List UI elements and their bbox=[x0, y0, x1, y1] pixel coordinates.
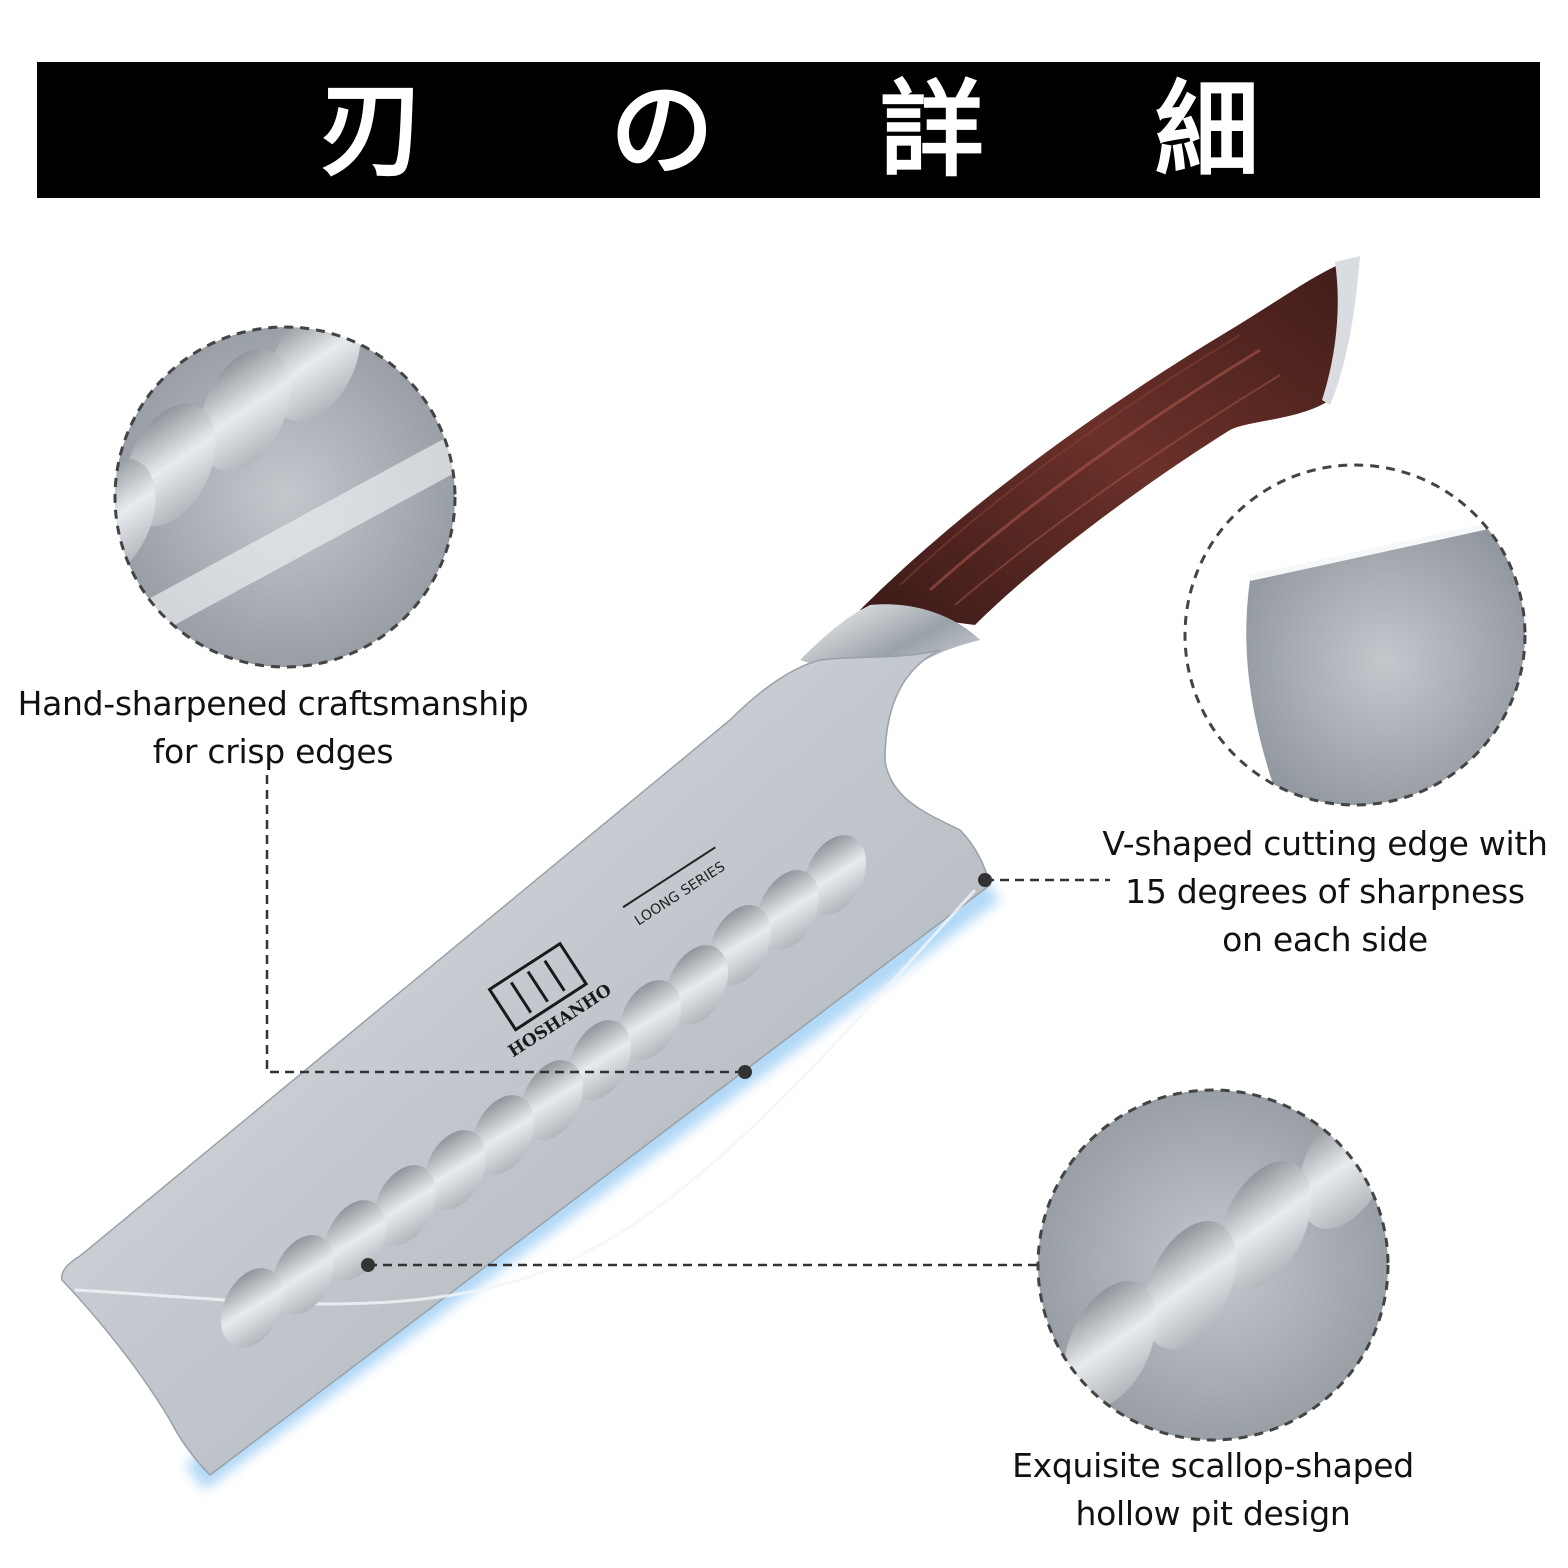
callout-right-line1: V-shaped cutting edge with bbox=[1102, 824, 1548, 863]
callout-right-line2: 15 degrees of sharpness bbox=[1125, 872, 1525, 911]
leader-dot-left bbox=[738, 1065, 752, 1079]
lens-detail-bottom bbox=[1036, 1088, 1390, 1442]
handle-end-cap bbox=[1322, 256, 1360, 405]
callout-left-line2: for crisp edges bbox=[152, 732, 394, 771]
leader-lines bbox=[265, 775, 1110, 1267]
callout-bottom-line2: hollow pit design bbox=[1075, 1494, 1351, 1533]
leader-dot-bottom bbox=[361, 1258, 375, 1272]
blade-dimples bbox=[221, 835, 866, 1348]
callout-bottom-line1: Exquisite scallop-shaped bbox=[1012, 1446, 1414, 1485]
lens-detail-left bbox=[113, 325, 457, 669]
leader-dot-right bbox=[978, 873, 992, 887]
banner-char-3: 詳 bbox=[879, 68, 984, 191]
title-banner: 刃 の 詳 細 bbox=[37, 62, 1540, 198]
callout-scallop-design: Exquisite scallop-shaped hollow pit desi… bbox=[990, 1442, 1436, 1538]
knife-handle bbox=[860, 258, 1355, 625]
callout-hand-sharpened: Hand-sharpened craftsmanship for crisp e… bbox=[0, 680, 546, 776]
lens-detail-right bbox=[1183, 463, 1527, 807]
banner-char-1: 刃 bbox=[319, 68, 424, 191]
leader-line-left bbox=[265, 775, 745, 1074]
callout-left-line1: Hand-sharpened craftsmanship bbox=[17, 684, 529, 723]
callout-right-line3: on each side bbox=[1222, 920, 1428, 959]
callout-v-shaped-edge: V-shaped cutting edge with 15 degrees of… bbox=[1090, 820, 1560, 964]
banner-char-2: の bbox=[609, 68, 714, 191]
banner-char-4: 細 bbox=[1154, 68, 1259, 191]
